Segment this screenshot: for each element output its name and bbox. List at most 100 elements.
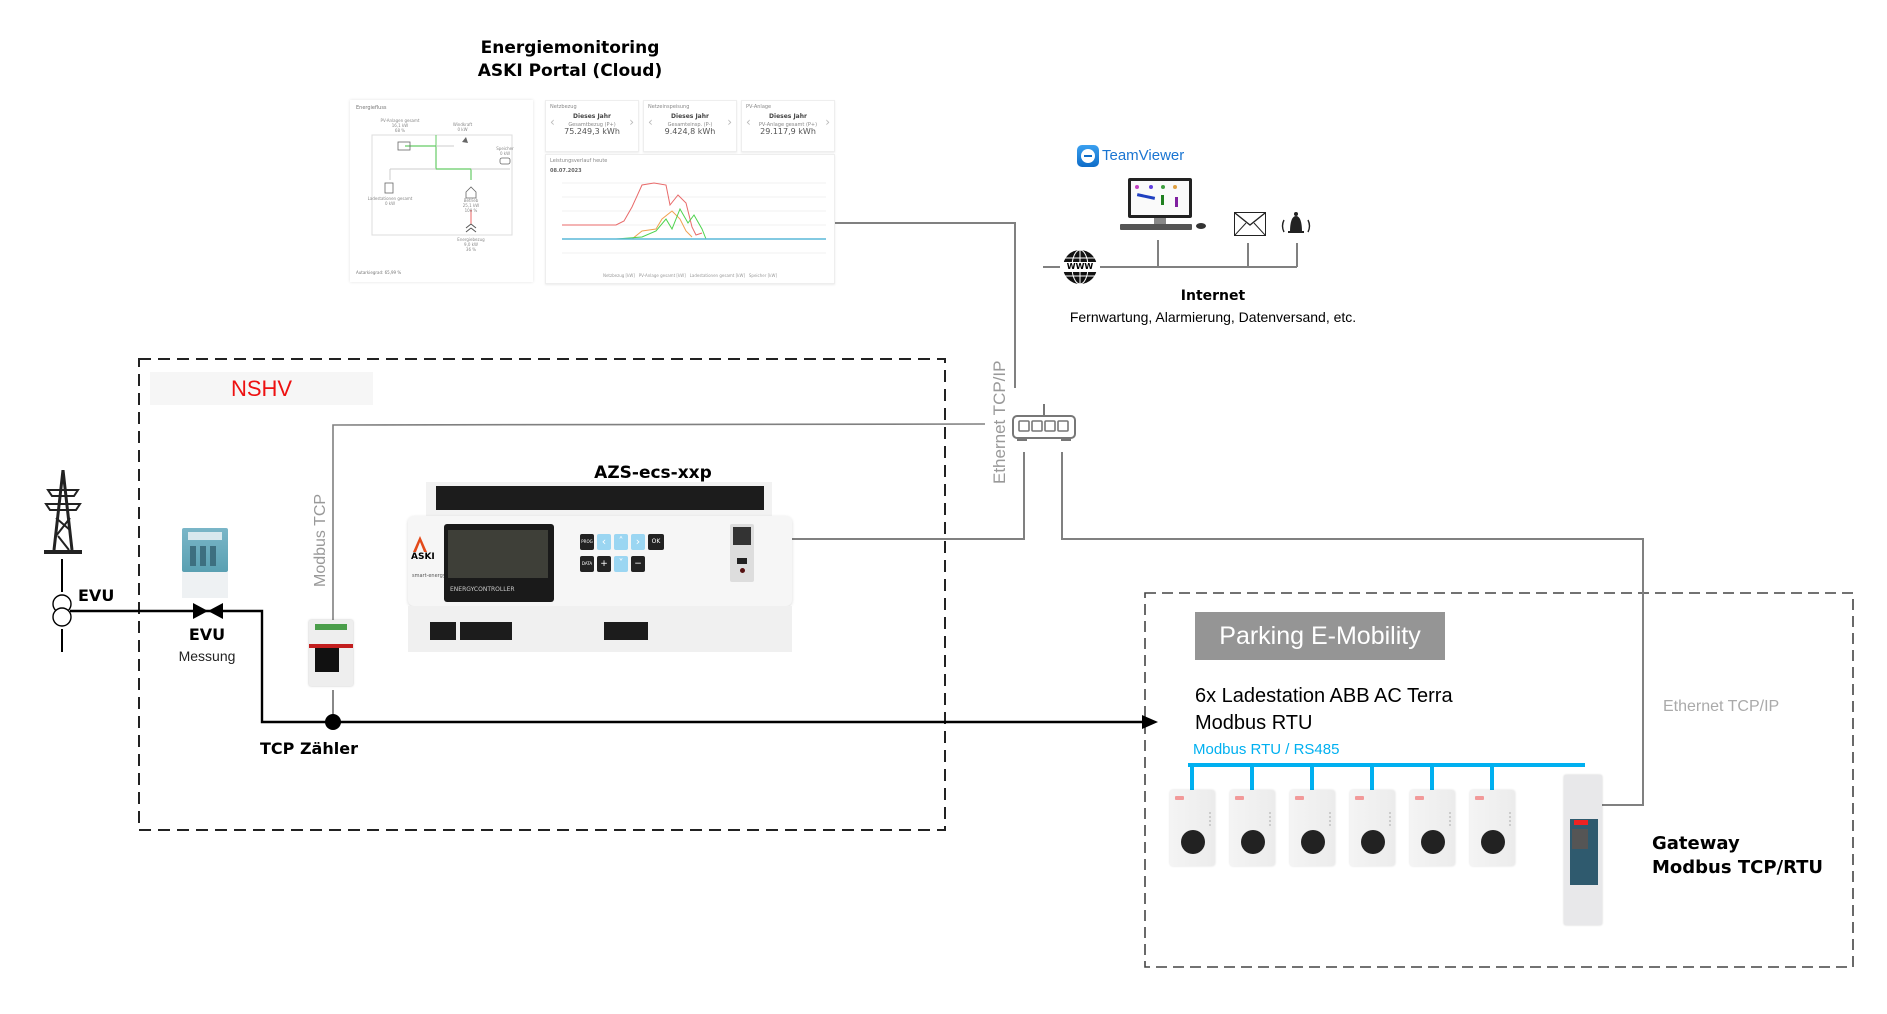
internet-title: Internet — [1180, 288, 1246, 304]
ethernet-port — [730, 524, 754, 582]
tcp-meter-node — [325, 714, 341, 730]
chart-series-line — [562, 182, 703, 236]
ethernet-label-horizontal: Ethernet TCP/IP — [1663, 698, 1780, 715]
parking-boundary — [1144, 592, 1854, 968]
chart-series-line — [616, 210, 693, 240]
charging-station — [1290, 790, 1335, 866]
power-chart-date: 08.07.2023 — [550, 168, 582, 174]
charging-socket-icon — [1301, 830, 1325, 854]
power-arrowhead — [1142, 715, 1158, 729]
status-leds — [1449, 812, 1451, 826]
legend-pv: PV-Anlage gesamt [kW] — [638, 273, 686, 278]
kpi-card-grid-export: Netzeinspeisung Dieses Jahr ‹› Gesamtein… — [643, 100, 737, 152]
teamviewer-label: TeamViewer — [1102, 147, 1185, 164]
globe-www-icon: WWW — [1060, 248, 1100, 286]
portal-to-router-line — [835, 222, 1016, 388]
power-chart-card: Leistungsverlauf heute 08.07.2023 Netzbe… — [545, 154, 835, 284]
rs485-bus-label: Modbus RTU / RS485 — [1193, 741, 1340, 758]
network-switch-icon — [1011, 402, 1077, 446]
globe-www-text: WWW — [1066, 262, 1094, 271]
controller-tagline: smart-energy — [412, 573, 446, 579]
parking-description: 6x Ladestation ABB AC Terra Modbus RTU — [1195, 683, 1453, 737]
gateway-label: Gateway Modbus TCP/RTU — [1652, 832, 1823, 880]
tcp-meter-label: TCP Zähler — [260, 739, 358, 758]
left-arrow-button[interactable]: ‹ — [597, 534, 611, 550]
charging-socket-icon — [1181, 830, 1205, 854]
charging-station — [1350, 790, 1395, 866]
gateway-label-line2: Modbus TCP/RTU — [1652, 857, 1824, 878]
bottom-terminal-block-1 — [430, 622, 456, 640]
controller-display: ENERGYCONTROLLER — [444, 524, 554, 602]
charging-station — [1410, 790, 1455, 866]
charging-station — [1470, 790, 1515, 866]
energy-controller-device: ASKI smart-energy ENERGYCONTROLLER PROG … — [408, 482, 792, 652]
controller-product-label: ENERGYCONTROLLER — [450, 586, 515, 593]
ethernet-label-vertical: Ethernet TCP/IP — [990, 360, 1009, 484]
status-leds — [1329, 812, 1331, 826]
charging-station — [1170, 790, 1215, 866]
evu-valve-right — [208, 603, 223, 619]
portal-title-line2: ASKI Portal (Cloud) — [477, 61, 663, 81]
bottom-terminal-block-2 — [460, 622, 512, 640]
abb-logo — [1295, 796, 1304, 800]
alarm-bell-icon — [1278, 210, 1314, 238]
evu-meter-title: EVU — [188, 625, 226, 644]
evu-valve-left — [193, 603, 208, 619]
charging-station — [1230, 790, 1275, 866]
tcp-meter-device — [305, 620, 357, 688]
plus-button[interactable]: + — [597, 556, 611, 572]
portal-metrics-panel: Netzbezug Dieses Jahr ‹› Gesamtbezug (P+… — [545, 100, 835, 284]
evu-meter-device — [180, 528, 230, 600]
bottom-terminal-block-3 — [604, 622, 648, 640]
autarky-rate: Autarkiegrad: 65,99 % — [356, 270, 402, 275]
abb-logo — [1175, 796, 1184, 800]
chart-series-line — [615, 207, 707, 240]
legend-chargers: Ladestationen gesamt [kW] — [689, 273, 746, 278]
minus-button[interactable]: − — [631, 556, 645, 572]
portal-title-line1: Energiemonitoring — [480, 38, 660, 58]
up-arrow-button[interactable]: ˄ — [614, 534, 628, 550]
teamviewer-icon — [1077, 145, 1099, 167]
abb-logo — [1235, 796, 1244, 800]
email-icon — [1234, 212, 1266, 236]
modbus-tcp-line — [332, 423, 986, 620]
aski-logo-icon — [413, 536, 427, 552]
legend-storage: Speicher [kW] — [748, 273, 778, 278]
power-tower-icon — [38, 469, 88, 558]
ok-button[interactable]: OK — [648, 534, 664, 550]
power-chart-legend: Netzbezug [kW] PV-Anlage gesamt [kW] Lad… — [546, 273, 834, 278]
down-arrow-button[interactable]: ˅ — [614, 556, 628, 572]
modbus-gateway-device — [1562, 775, 1604, 925]
teamviewer-logo: TeamViewer — [1077, 145, 1197, 171]
abb-logo — [1415, 796, 1424, 800]
prog-button[interactable]: PROG — [580, 534, 594, 550]
power-chart — [562, 182, 826, 254]
rs485-drops — [1190, 765, 1494, 790]
kpi-card-grid-import: Netzbezug Dieses Jahr ‹› Gesamtbezug (P+… — [545, 100, 639, 152]
data-button[interactable]: DATA — [580, 556, 594, 572]
parking-desc-line2: Modbus RTU — [1195, 712, 1313, 734]
status-leds — [1509, 812, 1511, 826]
controller-to-router-line — [790, 452, 1025, 540]
aski-brand: ASKI — [411, 552, 435, 562]
nshv-boundary — [138, 358, 946, 831]
charging-socket-icon — [1481, 830, 1505, 854]
evu-supply-label: EVU — [78, 586, 115, 605]
right-arrow-button[interactable]: › — [631, 534, 645, 550]
legend-grid: Netzbezug [kW] — [602, 273, 635, 278]
kpi-card-pv: PV-Anlage Dieses Jahr ‹› PV-Anlage gesam… — [741, 100, 835, 152]
internet-subtitle: Fernwartung, Alarmierung, Datenversand, … — [1069, 309, 1357, 325]
transformer-coil-bottom — [52, 607, 72, 627]
top-terminal-block — [436, 486, 764, 510]
evu-meter-subtitle: Messung — [178, 648, 236, 664]
parking-label: Parking E-Mobility — [1195, 612, 1445, 660]
status-leds — [1269, 812, 1271, 826]
